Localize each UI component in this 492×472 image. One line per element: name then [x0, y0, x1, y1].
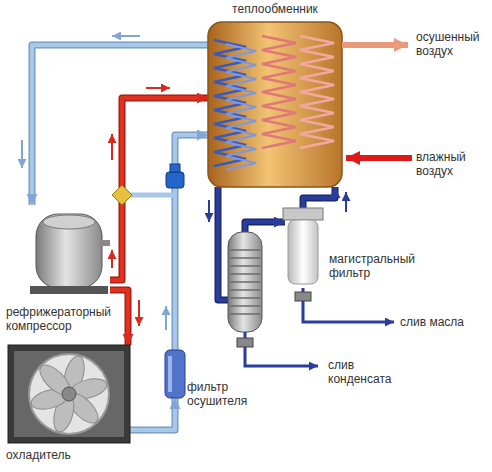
- flow-arrow: [111, 250, 113, 268]
- separator-rib: [230, 297, 260, 299]
- refrigerant-pipe: [110, 290, 128, 345]
- compressor-body: [36, 214, 102, 288]
- condensate-drain-line: [245, 332, 318, 366]
- coil-stroke: [262, 36, 296, 148]
- refrigerant-pipe: [130, 398, 175, 430]
- flow-arrow: [112, 35, 140, 37]
- main-filter-cap: [283, 208, 323, 220]
- component-label: магистральный фильтр: [329, 252, 429, 280]
- compressor-top: [43, 215, 95, 229]
- compressor-base: [30, 286, 108, 294]
- coil-stroke: [300, 36, 334, 148]
- flow-arrow: [21, 140, 23, 168]
- cooler-grille: [14, 351, 124, 437]
- drier-filter-body: [165, 350, 185, 398]
- flow-arrow: [111, 134, 113, 160]
- separator-rib: [230, 257, 260, 259]
- condensate-separator: [228, 232, 262, 332]
- pipe-group: [110, 290, 128, 345]
- separator-rib: [230, 265, 260, 267]
- component-label: рефрижераторный компрессор: [6, 305, 126, 333]
- separator-rib: [230, 289, 260, 291]
- compressor-port: [100, 240, 110, 246]
- heat-exchanger-coils: [214, 36, 334, 170]
- flow-arrow: [165, 306, 167, 330]
- oil-drain-line: [303, 288, 394, 322]
- main-filter-bowl: [288, 220, 318, 284]
- separator-rib: [230, 273, 260, 275]
- heat-exchanger-node: теплообменник: [208, 22, 342, 187]
- pipe-outline: [110, 290, 128, 345]
- separator-rib: [230, 313, 260, 315]
- refrigerant-pipe: [110, 98, 208, 280]
- flow-arrow: [345, 192, 347, 212]
- flow-arrow: [208, 200, 210, 222]
- separator-ribs: [230, 250, 260, 314]
- flow-label: осушенный воздух: [416, 30, 488, 58]
- pipe-group: [110, 98, 208, 280]
- expansion-valve: [166, 172, 184, 188]
- separator-rib: [230, 249, 260, 251]
- main-filter-node: магистральный фильтр: [285, 208, 321, 288]
- pipe-outline: [303, 187, 335, 208]
- drier-filter-node: фильтр осушителя: [165, 350, 185, 398]
- flow-label: слив масла: [400, 315, 488, 329]
- pipe-group: [303, 187, 335, 208]
- wet-air-arrow: [346, 155, 412, 161]
- pipe-outline: [110, 98, 208, 280]
- pipe-group: [130, 398, 175, 430]
- pipe-outline: [130, 398, 175, 430]
- heat-exchanger-tank: [208, 22, 342, 187]
- condensate-drain-valve: [237, 338, 253, 347]
- component-label: охладитель: [6, 448, 126, 462]
- dry-air-arrow: [342, 42, 408, 48]
- bypass-valve: [112, 185, 132, 205]
- refrigerant-pipe: [303, 187, 335, 208]
- cooler-node: охладитель: [8, 345, 130, 443]
- cooler-fan-hub: [62, 387, 76, 401]
- separator-rib: [230, 281, 260, 283]
- oil-drain-valve: [295, 292, 311, 301]
- cooler-housing: [8, 345, 130, 443]
- component-label: теплообменник: [198, 2, 352, 16]
- flow-arrow: [138, 300, 140, 326]
- cooler-fan-ring: [29, 354, 109, 434]
- cooler-fan-blades: [29, 354, 109, 434]
- expansion-valve-head: [170, 164, 180, 172]
- bypass-pipe: [126, 193, 175, 198]
- flow-label: слив конденсата: [328, 358, 404, 386]
- drier-filter-highlight: [168, 356, 172, 392]
- component-label: фильтр осушителя: [187, 380, 267, 408]
- coil-stroke: [226, 44, 256, 170]
- refrigeration-compressor-node: рефрижераторный компрессор: [28, 205, 110, 300]
- flow-arrow: [146, 87, 170, 89]
- flow-label: влажный воздух: [416, 150, 488, 178]
- separator-rib: [230, 305, 260, 307]
